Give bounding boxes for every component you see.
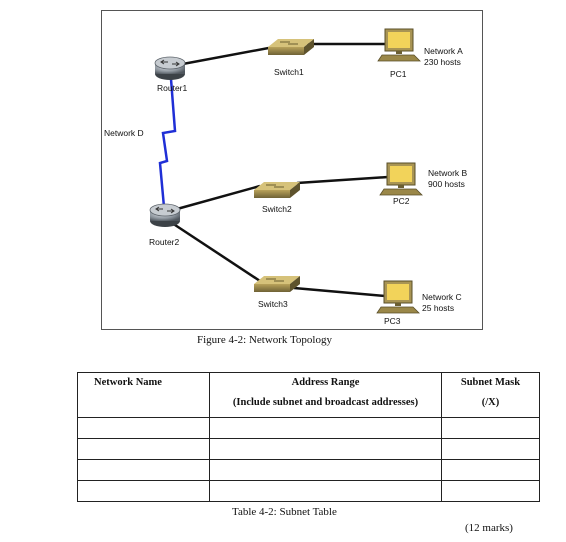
table-row bbox=[77, 480, 540, 502]
network-b-annotation: Network B 900 hosts bbox=[428, 168, 467, 189]
switch1-icon bbox=[268, 39, 314, 55]
table-cell[interactable] bbox=[77, 459, 210, 481]
router1-icon bbox=[154, 56, 186, 80]
network-b-hosts: 900 hosts bbox=[428, 178, 465, 189]
link-switch3-pc3 bbox=[293, 286, 386, 298]
switch1-label: Switch1 bbox=[274, 67, 304, 77]
link-router2-switch2 bbox=[176, 184, 261, 211]
link-router1-switch1 bbox=[171, 45, 275, 68]
marks-label: (12 marks) bbox=[465, 522, 513, 534]
table-cell[interactable] bbox=[209, 417, 442, 439]
network-a-name: Network A bbox=[424, 46, 463, 56]
network-c-hosts: 25 hosts bbox=[422, 302, 455, 313]
figure-caption: Figure 4-2: Network Topology bbox=[197, 334, 332, 346]
router2-icon bbox=[149, 203, 181, 227]
router1-label: Router1 bbox=[157, 83, 188, 93]
table-cell[interactable] bbox=[77, 480, 210, 502]
network-c-annotation: Network C 25 hosts bbox=[422, 292, 462, 313]
table-row bbox=[77, 459, 540, 481]
header-address-range-note: (Include subnet and broadcast addresses) bbox=[232, 397, 419, 408]
table-cell[interactable] bbox=[441, 459, 540, 481]
network-a-hosts: 230 hosts bbox=[424, 56, 461, 67]
table-cell[interactable] bbox=[77, 438, 210, 460]
table-cell[interactable] bbox=[209, 438, 442, 460]
network-c-name: Network C bbox=[422, 292, 462, 302]
header-network-name: Network Name bbox=[77, 372, 210, 418]
header-subnet-mask-text: Subnet Mask bbox=[460, 377, 521, 388]
serial-link-network-d bbox=[158, 78, 177, 208]
pc2-icon bbox=[379, 162, 423, 196]
switch3-icon bbox=[254, 276, 300, 292]
subnet-table: Network Name Address Range (Include subn… bbox=[77, 372, 540, 502]
link-router2-switch3 bbox=[171, 221, 261, 283]
header-address-range: Address Range (Include subnet and broadc… bbox=[209, 372, 442, 418]
table-cell[interactable] bbox=[209, 480, 442, 502]
switch2-label: Switch2 bbox=[262, 204, 292, 214]
table-header-row: Network Name Address Range (Include subn… bbox=[77, 372, 540, 418]
table-row bbox=[77, 438, 540, 460]
table-cell[interactable] bbox=[209, 459, 442, 481]
table-cell[interactable] bbox=[441, 417, 540, 439]
header-subnet-mask: Subnet Mask (/X) bbox=[441, 372, 540, 418]
switch3-label: Switch3 bbox=[258, 299, 288, 309]
pc3-label: PC3 bbox=[384, 316, 401, 326]
table-caption: Table 4-2: Subnet Table bbox=[232, 506, 337, 518]
pc1-label: PC1 bbox=[390, 69, 407, 79]
pc3-icon bbox=[376, 280, 420, 314]
header-address-range-text: Address Range bbox=[291, 377, 360, 388]
header-subnet-mask-note: (/X) bbox=[481, 397, 500, 408]
topology-drawing bbox=[149, 28, 423, 314]
network-topology-diagram: Router1 Switch1 PC1 Network D Switch2 PC… bbox=[101, 10, 483, 330]
table-cell[interactable] bbox=[441, 480, 540, 502]
table-row bbox=[77, 417, 540, 439]
router2-label: Router2 bbox=[149, 237, 180, 247]
network-b-name: Network B bbox=[428, 168, 468, 178]
header-network-name-text: Network Name bbox=[94, 377, 162, 388]
network-a-annotation: Network A 230 hosts bbox=[424, 46, 463, 67]
pc2-label: PC2 bbox=[393, 196, 410, 206]
switch2-icon bbox=[254, 182, 300, 198]
network-d-label: Network D bbox=[104, 128, 144, 138]
table-cell[interactable] bbox=[441, 438, 540, 460]
link-switch2-pc2 bbox=[296, 175, 389, 185]
pc1-icon bbox=[377, 28, 421, 62]
table-cell[interactable] bbox=[77, 417, 210, 439]
